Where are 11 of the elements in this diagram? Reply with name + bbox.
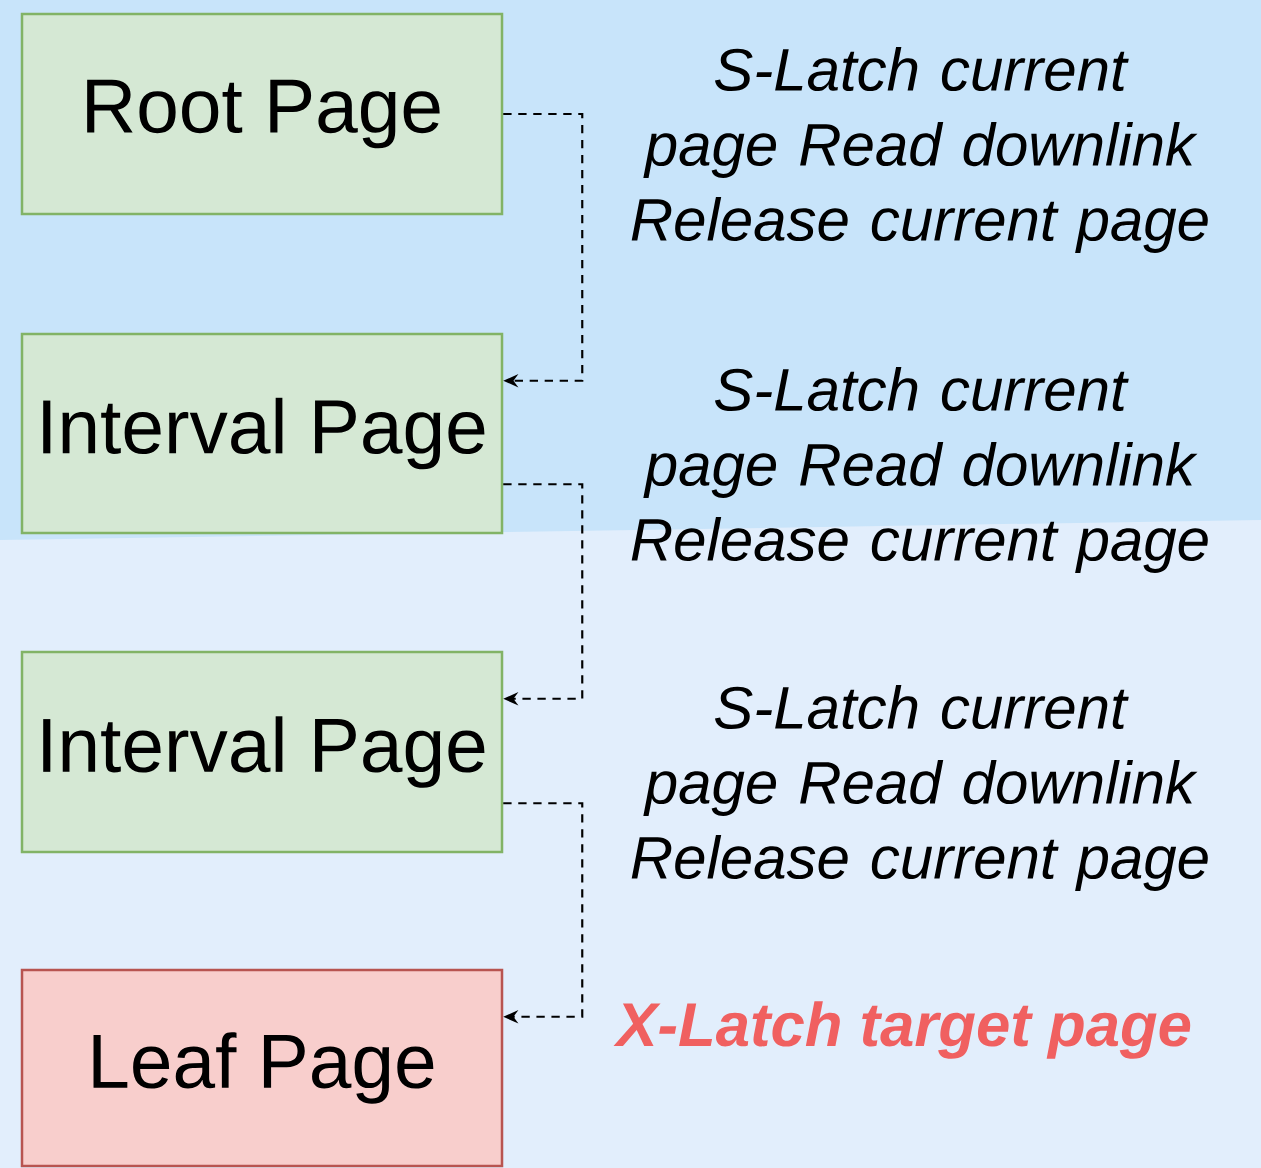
dashed-arrow bbox=[503, 802, 584, 1024]
page-box: Leaf Page bbox=[20, 968, 504, 1168]
step-text: S-Latch current page Read downlink Release current page bbox=[631, 47, 1208, 253]
page-box: Interval Page bbox=[20, 650, 504, 854]
page-box: Interval Page bbox=[20, 332, 504, 535]
page-box: Root Page bbox=[20, 12, 504, 216]
dashed-arrow bbox=[503, 483, 584, 706]
step-text: S-Latch current page Read downlink Release current page bbox=[631, 367, 1208, 573]
step-text: S-Latch current page Read downlink Release current page bbox=[631, 685, 1208, 891]
note-text: X-Latch target page bbox=[613, 1001, 1191, 1059]
dashed-arrow bbox=[503, 112, 584, 388]
